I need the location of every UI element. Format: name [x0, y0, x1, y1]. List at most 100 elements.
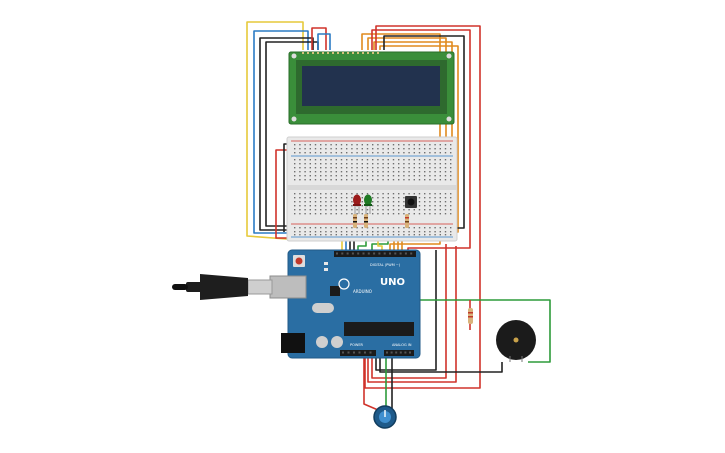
digital-pin: [346, 252, 349, 255]
lcd-screen: [302, 66, 440, 106]
breadboard-hole: [351, 148, 353, 150]
wire-black-buzzer: [379, 352, 503, 373]
breadboard-hole: [335, 213, 337, 215]
breadboard-hole: [309, 152, 311, 154]
breadboard-hole: [450, 175, 452, 177]
breadboard-hole: [382, 179, 384, 181]
breadboard-hole: [387, 197, 389, 199]
breadboard-hole: [294, 209, 296, 211]
breadboard-hole: [439, 159, 441, 161]
breadboard-hole: [377, 213, 379, 215]
breadboard-hole: [304, 234, 306, 236]
breadboard-hole: [382, 167, 384, 169]
breadboard-hole: [299, 193, 301, 195]
lcd-display[interactable]: [288, 51, 455, 125]
breadboard-hole: [325, 144, 327, 146]
breadboard-hole: [418, 179, 421, 181]
breadboard-hole: [387, 213, 389, 215]
breadboard-hole: [351, 144, 353, 146]
breadboard-hole: [450, 227, 452, 229]
lcd-mount-hole: [446, 53, 452, 59]
breadboard-hole: [444, 167, 447, 169]
breadboard-hole: [314, 179, 317, 181]
breadboard-hole: [372, 201, 374, 203]
breadboard-hole: [424, 175, 426, 177]
breadboard-hole: [382, 193, 384, 195]
arduino-board[interactable]: UNO ARDUINO DIGITAL (PWM ~) POWER ANALOG…: [269, 249, 421, 359]
power-jack: [281, 333, 305, 353]
pushbutton[interactable]: [405, 196, 417, 208]
led-red[interactable]: [353, 194, 361, 215]
breadboard-hole: [330, 179, 332, 181]
breadboard-hole: [314, 197, 317, 199]
breadboard-hole: [325, 163, 327, 165]
breadboard-hole: [299, 179, 301, 181]
breadboard-hole: [429, 234, 431, 236]
breadboard-hole: [356, 193, 358, 195]
breadboard-hole: [424, 144, 426, 146]
resistor-led-green: [364, 214, 368, 228]
breadboard-hole: [372, 205, 374, 207]
breadboard-hole: [361, 234, 363, 236]
breadboard-hole: [403, 231, 405, 233]
breadboard-hole: [424, 231, 426, 233]
breadboard-hole: [294, 144, 296, 146]
breadboard-hole: [444, 197, 447, 199]
breadboard-hole: [377, 175, 379, 177]
breadboard-hole: [403, 205, 405, 207]
breadboard-hole: [309, 179, 311, 181]
breadboard-hole: [424, 179, 426, 181]
breadboard-hole: [434, 201, 436, 203]
breadboard-hole: [346, 179, 348, 181]
breadboard-hole: [434, 205, 436, 207]
digital-pin: [336, 252, 338, 255]
breadboard-hole: [439, 175, 441, 177]
breadboard-hole: [450, 144, 452, 146]
breadboard-hole: [320, 148, 322, 150]
breadboard-hole: [387, 209, 389, 211]
breadboard-hole: [450, 179, 452, 181]
breadboard-hole: [392, 159, 395, 161]
breadboard-hole: [418, 167, 421, 169]
breadboard-hole: [450, 163, 452, 165]
potentiometer[interactable]: [373, 405, 397, 429]
breadboard-hole: [377, 231, 379, 233]
breadboard-hole: [398, 159, 400, 161]
breadboard-hole: [439, 209, 441, 211]
breadboard-hole: [325, 234, 327, 236]
breadboard-hole: [429, 152, 431, 154]
breadboard-hole: [439, 152, 441, 154]
breadboard[interactable]: [286, 136, 458, 242]
breadboard-hole: [309, 231, 311, 233]
breadboard-hole: [429, 171, 431, 173]
breadboard-hole: [366, 234, 369, 236]
piezo-buzzer[interactable]: [496, 320, 536, 362]
breadboard-hole: [444, 205, 447, 207]
breadboard-hole: [366, 213, 369, 215]
power-pin: [364, 351, 366, 354]
breadboard-hole: [356, 227, 358, 229]
breadboard-hole: [429, 209, 431, 211]
breadboard-hole: [403, 197, 405, 199]
breadboard-hole: [314, 163, 317, 165]
lcd-pin: [352, 52, 354, 54]
led-green[interactable]: [364, 194, 372, 215]
breadboard-hole: [450, 231, 452, 233]
breadboard-hole: [418, 159, 421, 161]
breadboard-hole: [304, 144, 306, 146]
breadboard-hole: [356, 148, 358, 150]
breadboard-hole: [382, 234, 384, 236]
breadboard-hole: [314, 227, 317, 229]
breadboard-hole: [346, 167, 348, 169]
breadboard-hole: [314, 209, 317, 211]
analog-pin: [395, 351, 398, 354]
breadboard-hole: [361, 148, 363, 150]
breadboard-hole: [335, 148, 337, 150]
breadboard-hole: [444, 234, 447, 236]
breadboard-hole: [361, 213, 363, 215]
breadboard-hole: [403, 167, 405, 169]
breadboard-center-channel: [287, 185, 457, 190]
breadboard-hole: [429, 148, 431, 150]
breadboard-hole: [450, 171, 452, 173]
breadboard-hole: [444, 144, 447, 146]
